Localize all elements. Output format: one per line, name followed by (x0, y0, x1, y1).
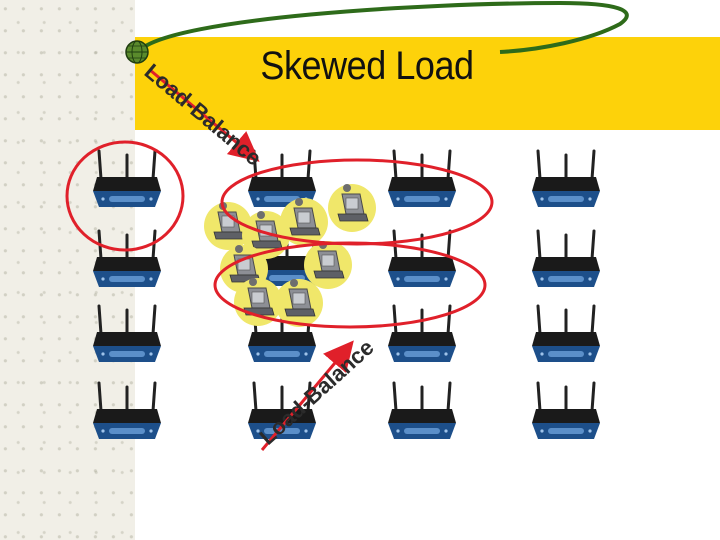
client-icon (327, 183, 377, 233)
router-r1-c3-icon (386, 149, 458, 209)
router-r1-c1-icon (91, 149, 163, 209)
router-r2-c1-icon (91, 229, 163, 289)
backbone-curve (138, 0, 629, 54)
router-r4-c1-icon (91, 381, 163, 441)
ellipse-middle-group (213, 241, 487, 329)
router-r3-c4-icon (530, 304, 602, 364)
client-icon (274, 278, 324, 328)
overload-highlights (65, 140, 494, 329)
router-r3-c1-icon (91, 304, 163, 364)
ellipse-left-router (65, 140, 185, 252)
title-band (135, 37, 720, 130)
router-r1-c4-icon (530, 149, 602, 209)
router-r2-c4-icon (530, 229, 602, 289)
slide-title: Skewed Load (260, 44, 474, 88)
client-icon (303, 240, 353, 290)
globe-icon (125, 40, 149, 64)
router-r4-c4-icon (530, 381, 602, 441)
router-r4-c3-icon (386, 381, 458, 441)
